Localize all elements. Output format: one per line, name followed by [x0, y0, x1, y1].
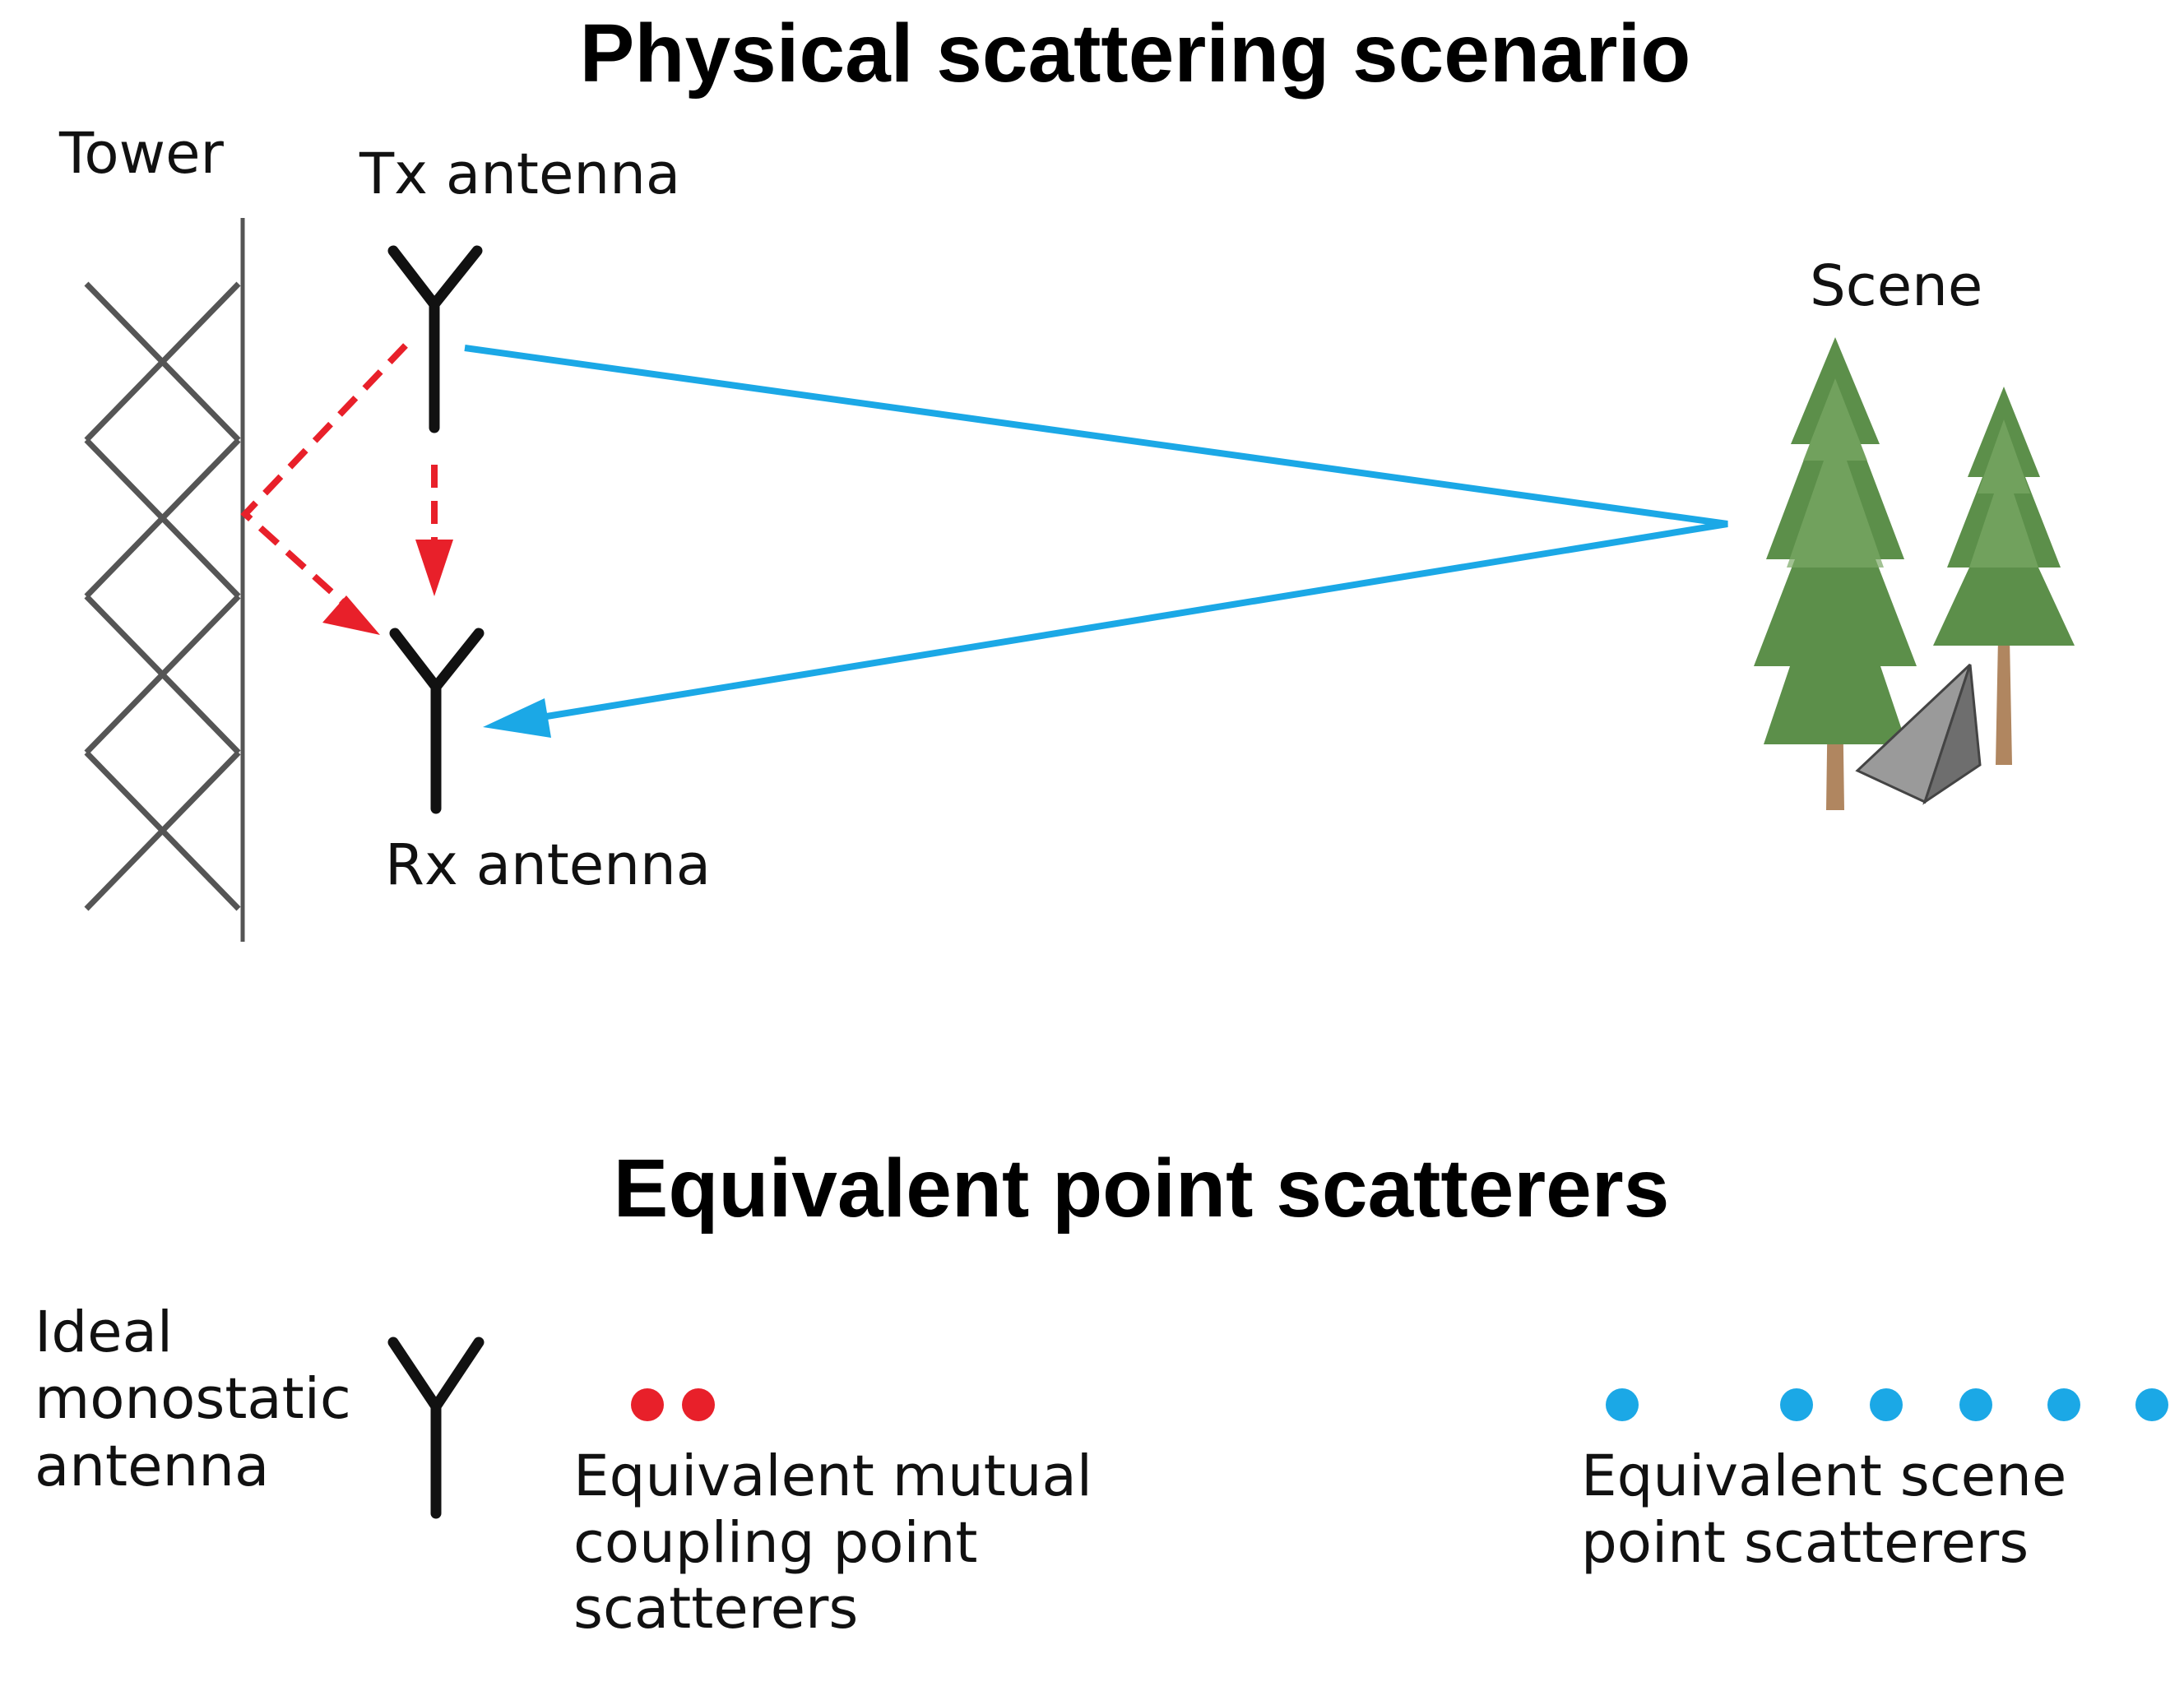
rx-antenna-icon — [389, 628, 485, 814]
scene-point — [1780, 1388, 1813, 1421]
coupling-point — [682, 1388, 715, 1421]
coupling-paths — [240, 343, 438, 607]
title-physical-scenario: Physical scattering scenario — [579, 7, 1691, 100]
scene-point — [1606, 1388, 1639, 1421]
label-scene-point-scatterers: Equivalent scene point scatterers — [1581, 1443, 2067, 1576]
mutual-coupling-points — [631, 1388, 715, 1421]
scene-point — [1959, 1388, 1992, 1421]
label-tx-antenna: Tx antenna — [359, 141, 681, 207]
label-scene: Scene — [1810, 253, 1983, 319]
tx-antenna-icon — [387, 245, 483, 433]
title-equivalent-scatterers: Equivalent point scatterers — [613, 1142, 1670, 1235]
label-ideal-monostatic-antenna: Ideal monostatic antenna — [35, 1300, 351, 1499]
coupling-point — [631, 1388, 664, 1421]
scene-points — [1606, 1388, 2168, 1421]
scene-path — [464, 345, 1728, 723]
scene-path-arrowhead — [483, 698, 551, 738]
label-tower: Tower — [59, 121, 224, 187]
label-rx-antenna: Rx antenna — [385, 832, 711, 898]
monostatic-antenna-icon — [387, 1337, 485, 1519]
scene-point — [2135, 1388, 2168, 1421]
coupling-arrowhead-direct — [415, 540, 453, 596]
coupling-arrowhead-tower — [322, 595, 380, 635]
rock-icon — [1855, 663, 1982, 805]
tower-lattice-icon — [84, 218, 245, 942]
coupling-path-tower — [240, 343, 408, 607]
label-mutual-coupling-scatterers: Equivalent mutual coupling point scatter… — [573, 1443, 1092, 1642]
tree-icon — [1933, 387, 2075, 765]
tree-icon — [1754, 337, 1917, 810]
scene-point — [1870, 1388, 1903, 1421]
scene-point — [2047, 1388, 2080, 1421]
